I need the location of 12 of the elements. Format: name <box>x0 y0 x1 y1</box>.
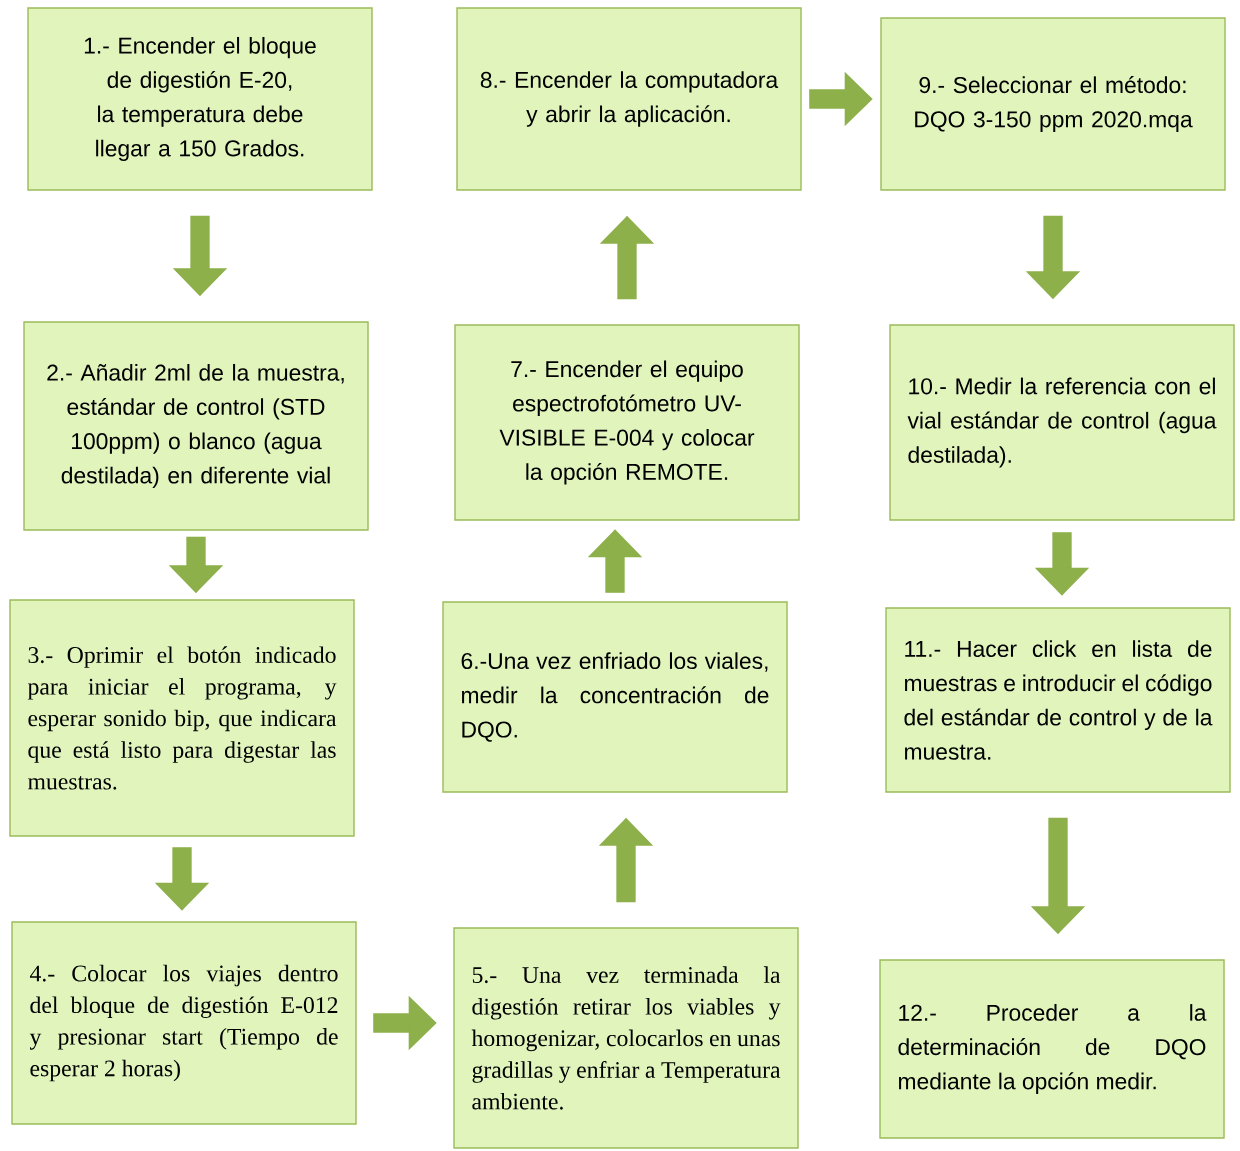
step-box: 1.- Encender el bloque de digestión E-20, la temperatura debe llegar a 150 Grados. <box>27 7 373 191</box>
step-box: 3.- Oprimir el botón indicado para iniciar el programa, y esperar sonido bip, que indicara que está listo para digestar las muestras. <box>9 599 355 837</box>
step-box: 6.-Una vez enfriado los viales, medir la concentración de DQO. <box>442 601 788 793</box>
step-box: 7.- Encender el equipo espectrofotómetro UV-VISIBLE E-004 y colocar la opción REMOTE. <box>454 324 800 521</box>
step-box: 5.- Una vez terminada la digestión retirar los viables y homogenizar, colocarlos en unas gradillas y enfriar a Temperatura ambiente. <box>453 927 799 1149</box>
step-box: 10.- Medir la referencia con el vial estándar de control (agua destilada). <box>889 324 1235 521</box>
step-box: 12.- Proceder a la determinación de DQO mediante la opción medir. <box>879 959 1225 1139</box>
step-box: 2.- Añadir 2ml de la muestra, estándar de control (STD 100ppm) o blanco (agua destilada) en diferente vial <box>23 321 369 531</box>
step-box: 4.- Colocar los viajes dentro del bloque de digestión E-012 y presionar start (Tiempo de esperar 2 horas) <box>11 921 357 1125</box>
step-box: 9.- Seleccionar el método: DQO 3-150 ppm 2020.mqa <box>880 17 1226 191</box>
step-box: 11.- Hacer click en lista de muestras e introducir el código del estándar de control y de la muestra. <box>885 607 1231 793</box>
step-box: 8.- Encender la computadora y abrir la aplicación. <box>456 7 802 191</box>
